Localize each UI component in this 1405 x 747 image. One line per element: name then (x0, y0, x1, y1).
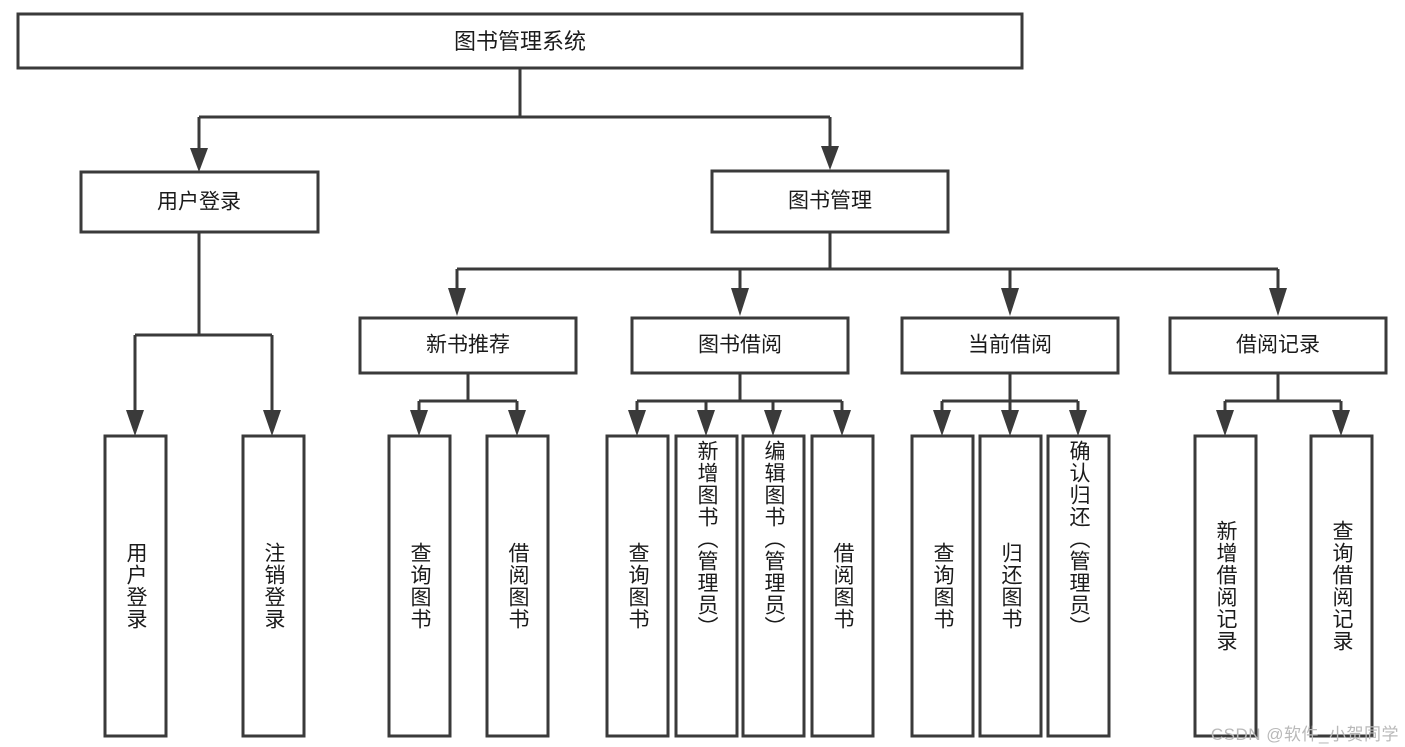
node-root-label: 图书管理系统 (454, 29, 586, 54)
arrow-book-borrow-leaf-2 (697, 410, 715, 436)
leaf-book-borrow-4-rect[interactable] (810, 434, 875, 738)
arrow-current-borrow-leaf-1 (933, 410, 951, 436)
leaf-book-borrow-1-rect[interactable] (605, 434, 670, 738)
arrow-book-borrow-leaf-1 (628, 410, 646, 436)
arrow-borrow-record-leaf-2 (1332, 410, 1350, 436)
leaf-user-login-1-rect[interactable] (103, 434, 168, 738)
arrow-to-new-book (448, 288, 466, 316)
node-book-borrow-rect[interactable] (630, 316, 850, 375)
node-current-borrow[interactable]: 当前借阅 (900, 316, 1120, 375)
arrow-to-user-login (190, 148, 208, 172)
arrow-to-current-borrow (1001, 288, 1019, 316)
node-book-manage-label: 图书管理 (788, 190, 872, 213)
arrow-to-book-borrow (731, 288, 749, 316)
arrow-book-borrow-leaf-4 (833, 410, 851, 436)
node-borrow-record-rect[interactable] (1168, 316, 1388, 375)
leaf-user-login-2-rect[interactable] (241, 434, 306, 738)
node-new-book-recommend[interactable]: 新书推荐 (358, 316, 578, 375)
connector-layer (126, 68, 1350, 436)
node-root-rect[interactable] (16, 12, 1024, 70)
leaf-borrow-record-2-rect[interactable] (1309, 434, 1374, 738)
leaf-current-borrow-2-rect[interactable] (978, 434, 1043, 738)
node-borrow-record-label: 借阅记录 (1236, 334, 1320, 357)
node-book-manage-rect[interactable] (710, 169, 950, 234)
arrow-borrow-record-leaf-1 (1216, 410, 1234, 436)
node-user-login[interactable]: 用户登录 (79, 170, 320, 234)
arrow-to-borrow-record (1269, 288, 1287, 316)
arrow-new-book-leaf-2 (508, 410, 526, 436)
csdn-watermark: CSDN @软件_小贺同学 (1210, 725, 1399, 744)
leaf-borrow-record-1-rect[interactable] (1193, 434, 1258, 738)
arrow-user-login-leaf-1 (126, 410, 144, 436)
node-new-book-recommend-rect[interactable] (358, 316, 578, 375)
arrow-current-borrow-leaf-2 (1001, 410, 1019, 436)
node-user-login-rect[interactable] (79, 170, 320, 234)
node-current-borrow-label: 当前借阅 (968, 334, 1052, 357)
leaf-new-book-1-rect[interactable] (387, 434, 452, 738)
node-book-manage[interactable]: 图书管理 (710, 169, 950, 234)
node-user-login-label: 用户登录 (157, 191, 241, 214)
leaf-current-borrow-3-rect[interactable] (1046, 434, 1111, 738)
node-book-borrow[interactable]: 图书借阅 (630, 316, 850, 375)
leaf-current-borrow-1-rect[interactable] (910, 434, 975, 738)
node-borrow-record[interactable]: 借阅记录 (1168, 316, 1388, 375)
node-current-borrow-rect[interactable] (900, 316, 1120, 375)
arrow-user-login-leaf-2 (263, 410, 281, 436)
node-new-book-recommend-label: 新书推荐 (426, 334, 510, 357)
leaf-new-book-2-rect[interactable] (485, 434, 550, 738)
arrow-book-borrow-leaf-3 (764, 410, 782, 436)
arrow-current-borrow-leaf-3 (1069, 410, 1087, 436)
node-book-borrow-label: 图书借阅 (698, 334, 782, 357)
node-root[interactable]: 图书管理系统 (16, 12, 1024, 70)
arrow-to-book-manage (821, 146, 839, 170)
arrow-new-book-leaf-1 (410, 410, 428, 436)
leaf-book-borrow-3-rect[interactable] (741, 434, 806, 738)
leaf-book-borrow-2-rect[interactable] (674, 434, 739, 738)
